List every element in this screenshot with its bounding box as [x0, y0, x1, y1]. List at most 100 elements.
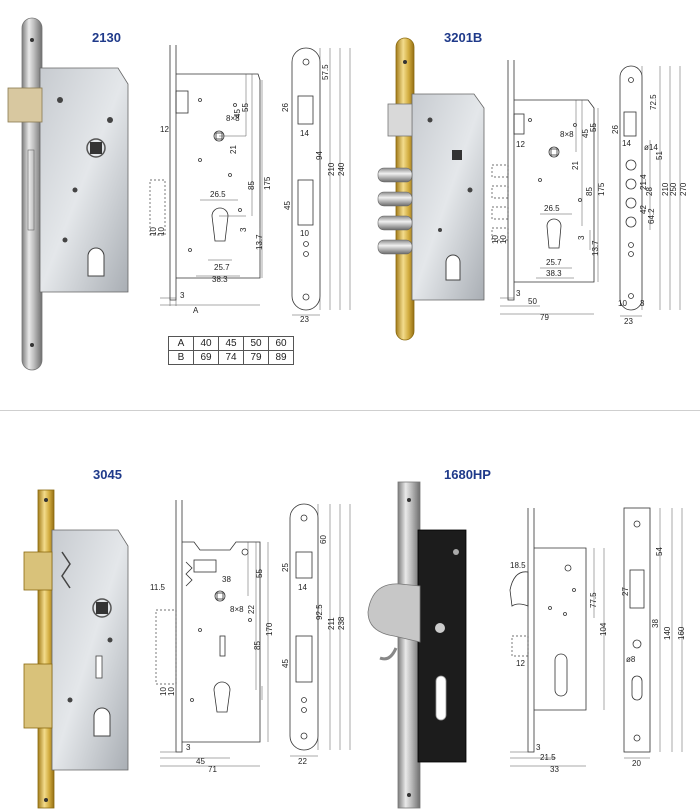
table-cell: 89: [268, 350, 294, 365]
dim-85: 85: [585, 187, 594, 196]
dim-160: 160: [677, 626, 686, 640]
drawing-3201b-body: 8×8 45 55 12 21 3 85 175 26.5 13.7 25.7 …: [491, 60, 606, 322]
model-label-2130: 2130: [92, 30, 121, 45]
dim-238: 238: [337, 616, 346, 630]
dim-10-b: 10: [167, 687, 176, 696]
dim-22: 22: [247, 605, 256, 614]
photo-2130: [7, 17, 129, 371]
drawing-3045-body: 38 55 11.5 8×8 22 170 85 10 10 3 45 71: [150, 500, 274, 774]
dim-210: 210: [661, 182, 670, 196]
dim-3-bottom: 3: [516, 289, 521, 298]
dim-38-3: 38.3: [546, 269, 562, 278]
table-cell: A: [168, 336, 194, 351]
photo-1680hp: [367, 481, 467, 809]
drawing-1680hp-faceplate: 54 27 38 ø8 140 160 20: [621, 507, 686, 768]
table-cell: 50: [243, 336, 269, 351]
dim-21-4: 21.4: [639, 174, 648, 190]
table-row: A 40 45 50 60: [168, 336, 294, 351]
dim-57-5: 57.5: [321, 64, 330, 80]
dim-45: 45: [196, 757, 205, 766]
dim-92-5: 92.5: [315, 604, 324, 620]
dim-21-5: 21.5: [540, 753, 556, 762]
table-cell: 74: [218, 350, 244, 365]
dim-38-3: 38.3: [212, 275, 228, 284]
dim-14: 14: [298, 583, 307, 592]
dim-dia14: ø14: [644, 143, 658, 152]
model-label-1680hp: 1680HP: [444, 467, 491, 482]
dim-13-7: 13.7: [591, 240, 600, 256]
dim-25-7: 25.7: [546, 258, 562, 267]
dim-8x8: 8×8: [230, 605, 244, 614]
dim-104: 104: [599, 622, 608, 636]
model-label-3201b: 3201B: [444, 30, 483, 45]
dim-10-a: 10: [159, 687, 168, 696]
dim-50: 50: [528, 297, 537, 306]
drawing-2130-body: 8×8 45 55 12 21 3 85 175 26.5 13.7 25.7 …: [149, 45, 272, 315]
dim-21: 21: [571, 161, 580, 170]
dim-12: 12: [160, 125, 169, 134]
dim-8x8: 8×8: [560, 130, 574, 139]
dim-25-7: 25.7: [214, 263, 230, 272]
dim-26: 26: [281, 103, 290, 112]
dim-8x8: 8×8: [226, 114, 240, 123]
dim-85: 85: [247, 181, 256, 190]
dim-11-5: 11.5: [150, 583, 166, 592]
dim-26-5: 26.5: [544, 204, 560, 213]
dim-10-plate: 10: [300, 229, 309, 238]
dim-28: 28: [645, 187, 654, 196]
dim-21: 21: [229, 145, 238, 154]
dim-55: 55: [241, 103, 250, 112]
dim-26: 26: [611, 125, 620, 134]
dim-72-5: 72.5: [649, 94, 658, 110]
dim-85: 85: [253, 641, 262, 650]
dim-10-plate: 10: [618, 299, 627, 308]
drawing-3045-faceplate: 60 25 14 92.5 211 238 45 22: [281, 503, 351, 766]
drawing-3201b-faceplate: 72.5 26 14 ø14 51 21.4 28 42 64.2 210 25…: [611, 65, 688, 326]
dim-94: 94: [315, 151, 324, 160]
table-cell: 45: [218, 336, 244, 351]
dim-140: 140: [663, 626, 672, 640]
dim-3-bottom: 3: [180, 291, 185, 300]
dim-210: 210: [327, 162, 336, 176]
dim-3: 3: [536, 743, 541, 752]
table-cell: 79: [243, 350, 269, 365]
dim-10-b: 10: [499, 235, 508, 244]
section-divider: [0, 410, 700, 411]
dim-38: 38: [651, 619, 660, 628]
dim-14: 14: [622, 139, 631, 148]
dim-175: 175: [597, 182, 606, 196]
dim-270: 270: [679, 182, 688, 196]
dim-45: 45: [581, 129, 590, 138]
table-cell: 69: [193, 350, 219, 365]
dim-3: 3: [239, 227, 248, 232]
dim-77-5: 77.5: [589, 592, 598, 608]
dim-3-plate: 3: [640, 299, 645, 308]
dim-79: 79: [540, 313, 549, 322]
dim-23: 23: [624, 317, 633, 326]
dim-14: 14: [300, 129, 309, 138]
dim-23: 23: [300, 315, 309, 324]
dim-38: 38: [222, 575, 231, 584]
dim-10-a: 10: [149, 227, 158, 236]
photo-3201b: [377, 37, 485, 341]
model-label-3045: 3045: [93, 467, 122, 482]
dim-240: 240: [337, 162, 346, 176]
dim-45-plate: 45: [283, 201, 292, 210]
dim-64-2: 64.2: [647, 208, 656, 224]
dim-22: 22: [298, 757, 307, 766]
photo-3045: [23, 489, 129, 809]
dim-26-5: 26.5: [210, 190, 226, 199]
dim-33: 33: [550, 765, 559, 774]
table-cell: 60: [268, 336, 294, 351]
dim-54: 54: [655, 547, 664, 556]
dim-250: 250: [669, 182, 678, 196]
dim-13-7: 13.7: [255, 234, 264, 250]
dim-55: 55: [255, 569, 264, 578]
dim-10-a: 10: [491, 235, 500, 244]
dim-45: 45: [233, 109, 242, 118]
drawing-2130-faceplate: 57.5 26 14 94 210 240 45 10 23: [281, 47, 351, 324]
dim-175: 175: [263, 176, 272, 190]
dim-60: 60: [319, 535, 328, 544]
dim-12: 12: [516, 140, 525, 149]
